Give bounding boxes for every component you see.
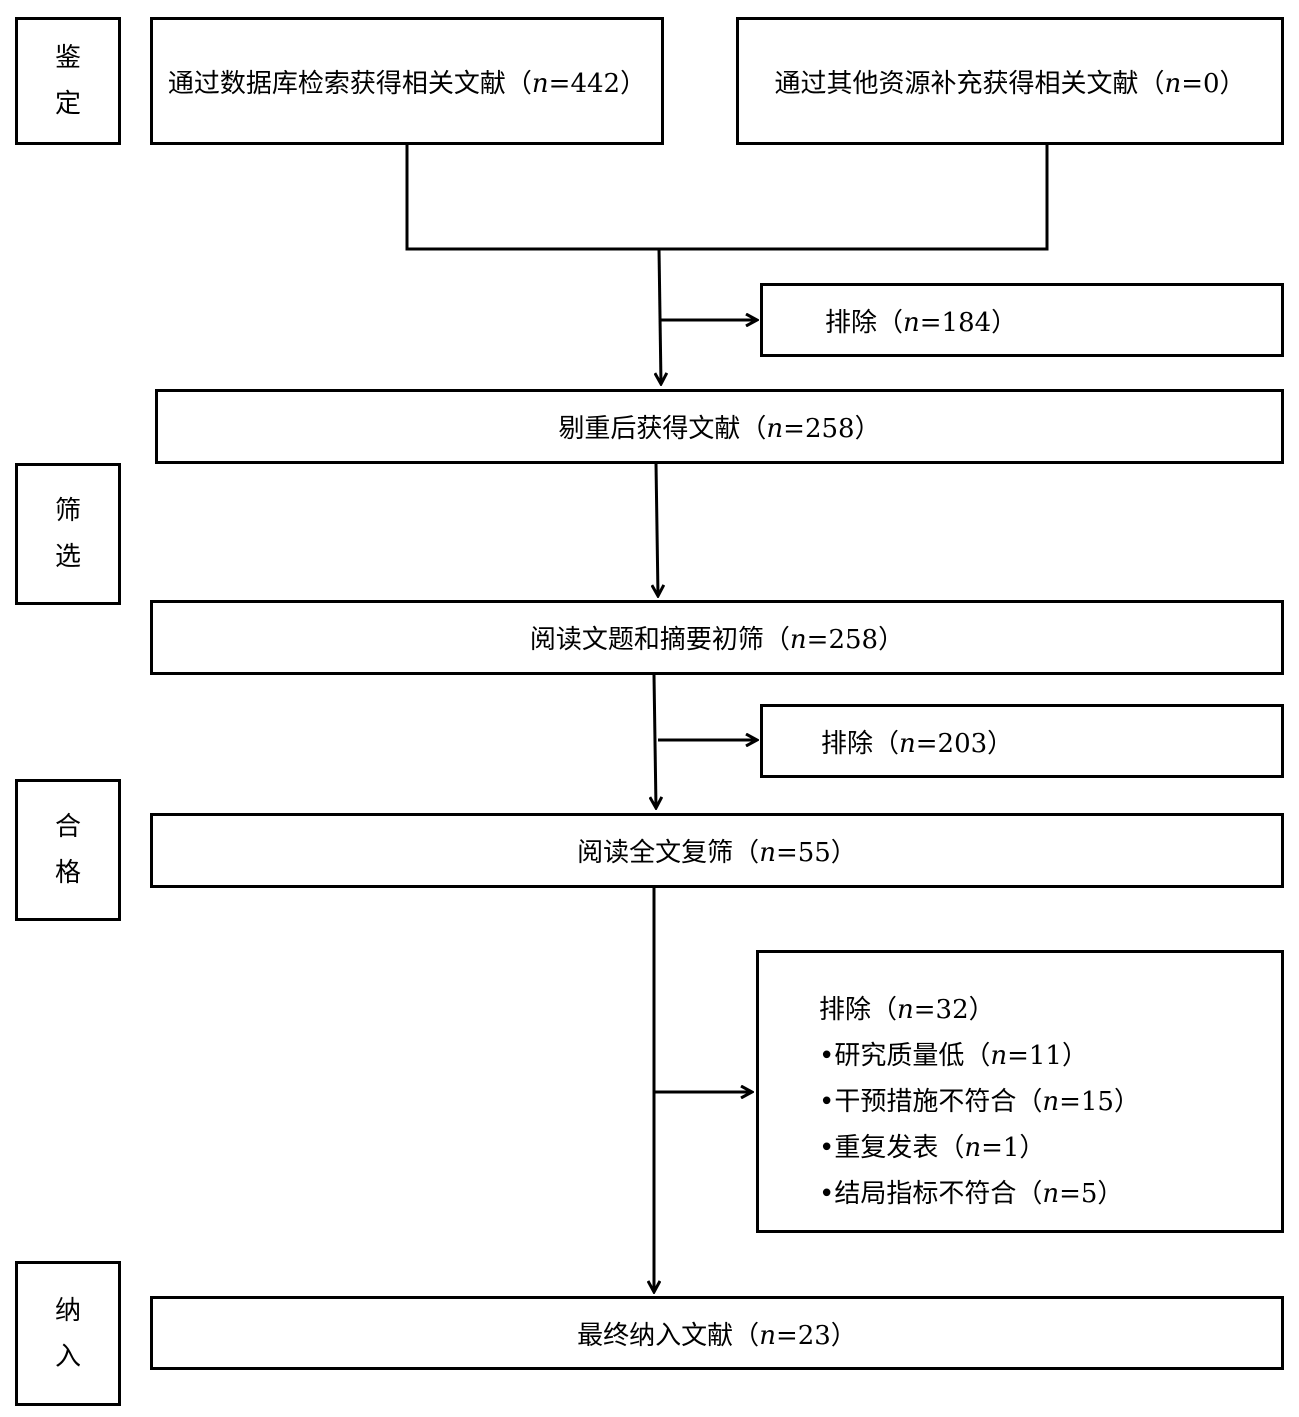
fulltext-screen-box: 阅读全文复筛（n=55） xyxy=(150,813,1284,888)
merge-connector xyxy=(405,145,1049,251)
stage-identification: 鉴 定 xyxy=(15,17,121,145)
fulltext-screen-text: 阅读全文复筛（n=55） xyxy=(577,838,857,868)
title-abstract-screen-box: 阅读文题和摘要初筛（n=258） xyxy=(150,600,1284,675)
final-included-box: 最终纳入文献（n=23） xyxy=(150,1296,1284,1370)
excluded-duplicates-text: 排除（n=184） xyxy=(825,307,1018,338)
arrow-to-dedup xyxy=(659,248,661,384)
excluded-fulltext-header: 排除（n=32） xyxy=(819,995,995,1025)
exclusion-reason: •重复发表（n=1） xyxy=(819,1133,1046,1163)
exclusion-reason: •干预措施不符合（n=15） xyxy=(819,1087,1140,1117)
arrow-to-fulltext xyxy=(654,674,656,808)
after-dedup-box: 剔重后获得文献（n=258） xyxy=(155,389,1284,464)
database-records-text: 通过数据库检索获得相关文献（n=442） xyxy=(167,68,647,99)
exclusion-reason: •结局指标不符合（n=5） xyxy=(819,1179,1124,1209)
excluded-fulltext-box: 排除（n=32） •研究质量低（n=11） •干预措施不符合（n=15） •重复… xyxy=(756,950,1284,1233)
after-dedup-text: 剔重后获得文献（n=258） xyxy=(558,414,881,444)
database-records-box: 通过数据库检索获得相关文献（n=442） xyxy=(150,17,664,145)
excluded-screening-box: 排除（n=203） xyxy=(760,704,1284,778)
excluded-screening-text: 排除（n=203） xyxy=(821,728,1014,759)
other-sources-text: 通过其他资源补充获得相关文献（n=0） xyxy=(774,68,1246,99)
stage-eligibility: 合 格 xyxy=(15,779,121,921)
stage-screening: 筛 选 xyxy=(15,463,121,605)
other-sources-box: 通过其他资源补充获得相关文献（n=0） xyxy=(736,17,1284,145)
exclusion-reason: •研究质量低（n=11） xyxy=(819,1041,1088,1071)
stage-included: 纳 入 xyxy=(15,1261,121,1406)
arrow-to-title-abstract xyxy=(656,462,658,596)
final-included-text: 最终纳入文献（n=23） xyxy=(577,1320,857,1351)
title-abstract-screen-text: 阅读文题和摘要初筛（n=258） xyxy=(529,625,905,655)
excluded-duplicates-box: 排除（n=184） xyxy=(760,283,1284,357)
